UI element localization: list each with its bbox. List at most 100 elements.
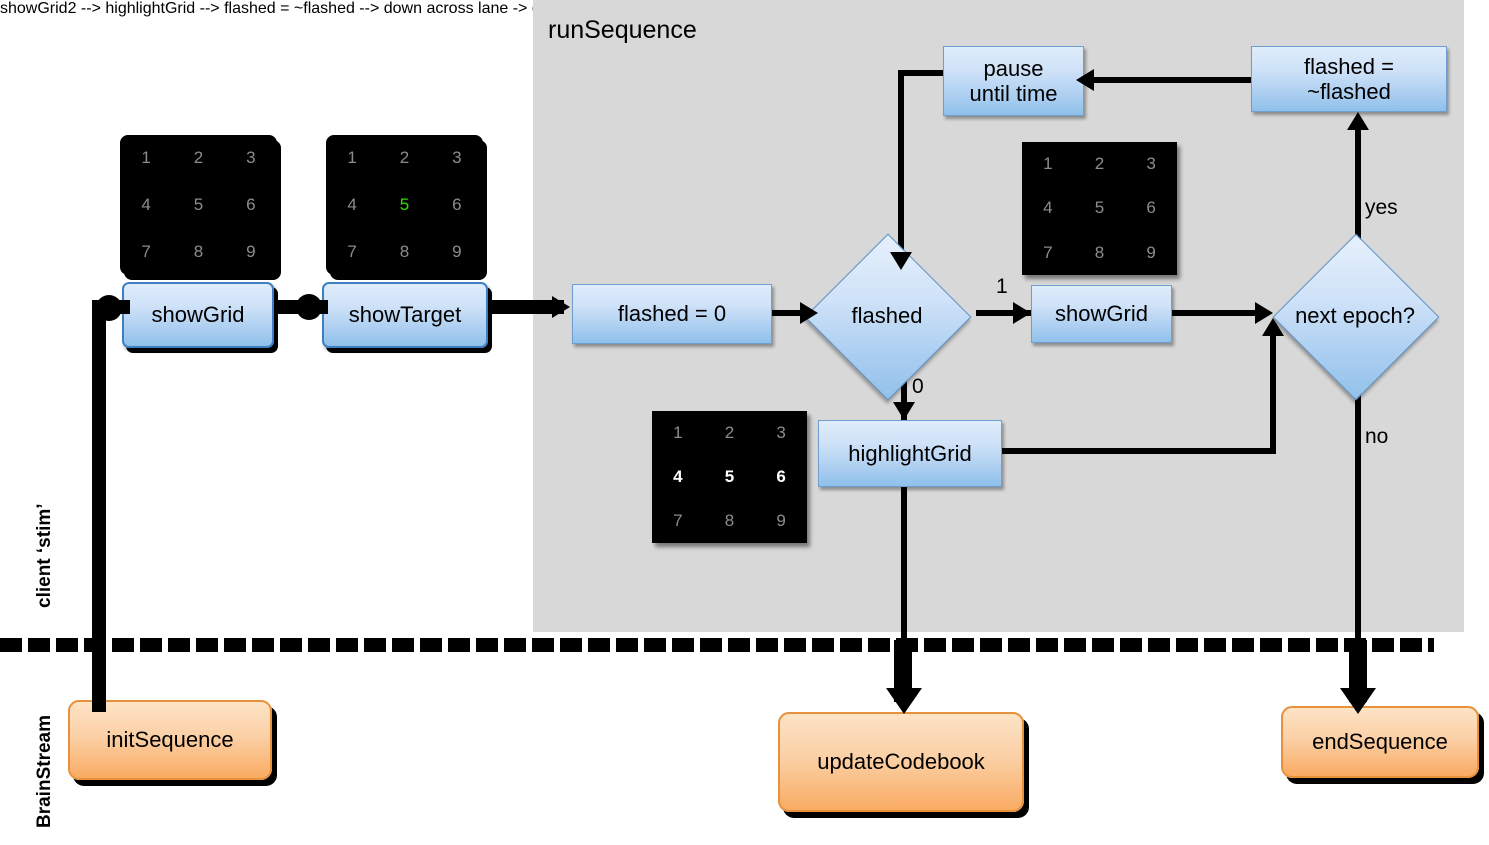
edge-arrowhead-flashedinit: [552, 296, 570, 318]
grid-cell: 3: [776, 423, 786, 442]
grid-cell-highlighted: 5: [724, 467, 735, 486]
node-updatecodebook[interactable]: updateCodebook: [778, 712, 1024, 812]
node-label: endSequence: [1312, 729, 1448, 755]
node-flashed-decision[interactable]: flashed: [804, 233, 972, 401]
node-label: flashed: [851, 303, 923, 328]
grid-cell: 7: [347, 241, 357, 261]
edge-showtarget-to-flashedinit: [492, 300, 564, 314]
edge-label-flashed-false: 0: [912, 375, 924, 398]
edge-arrowhead-showgrid2: [1013, 302, 1031, 324]
grid-cell: 4: [1043, 198, 1053, 218]
edge-arrowhead-flashed-diamond: [800, 302, 818, 324]
node-endsequence[interactable]: endSequence: [1281, 706, 1479, 778]
node-label: showGrid: [1055, 301, 1148, 327]
edge-label-next-epoch-no: no: [1365, 425, 1389, 448]
node-pause[interactable]: pause until time: [943, 46, 1084, 116]
node-initsequence[interactable]: initSequence: [68, 700, 272, 780]
grid-cell: 2: [1094, 154, 1105, 174]
grid-cell: 3: [452, 148, 462, 168]
grid-cell: 6: [452, 194, 462, 214]
grid-cell: 4: [141, 194, 151, 214]
lane-separator: [0, 638, 1434, 652]
grid-cell: 9: [1146, 242, 1156, 262]
edge-highlightgrid-to-nextepoch-horizontal: [1001, 448, 1276, 454]
grid-cell: 3: [1146, 154, 1156, 174]
grid-cell-highlighted: 4: [673, 467, 683, 486]
edge-label-next-epoch-yes: yes: [1365, 196, 1398, 219]
edge-arrowhead-flashedtoggle: [1347, 112, 1369, 130]
grid-highlightgrid: 1 2 3 4 5 6 7 8 9: [652, 411, 807, 543]
grid-showgrid-left: 1 2 3 4 5 6 7 8 9: [120, 135, 277, 275]
node-showgrid-1[interactable]: showGrid: [122, 282, 274, 348]
edge-nextepoch-no-line-thin: [1355, 358, 1361, 640]
node-label-line1: flashed =: [1304, 53, 1394, 79]
edge-label-flashed-true: 1: [996, 275, 1008, 298]
edge-arrowhead-highlightgrid: [893, 402, 915, 420]
lane-label-client-stim: client ‘stim’: [34, 503, 55, 608]
grid-cell-target: 5: [399, 194, 410, 214]
lane-label-brainstream: BrainStream: [34, 715, 55, 828]
node-label-line2: until time: [969, 81, 1058, 106]
grid-cell: 7: [141, 241, 151, 261]
node-label-line2: ~flashed: [1307, 79, 1391, 104]
grid-cell: 9: [246, 241, 256, 261]
grid-cell: 2: [193, 148, 204, 168]
edge-highlightgrid-to-nextepoch-vertical: [1270, 332, 1276, 452]
edge-pause-to-flashed-horizontal: [898, 70, 948, 76]
grid-cell: 8: [193, 241, 204, 261]
edge-nextepoch-no-line-thick: [1349, 640, 1367, 702]
edge-nextepoch-yes-line: [1355, 128, 1361, 270]
edge-showgrid2-to-nextepoch: [1171, 310, 1267, 316]
grid-cell-highlighted: 6: [776, 467, 786, 486]
edge-highlightgrid-to-updatecodebook-thin: [901, 487, 907, 642]
grid-cell: 7: [673, 511, 683, 530]
edge-arrowhead-showtarget-left: [296, 294, 322, 320]
grid-cell: 1: [673, 423, 683, 442]
node-flashed-toggle[interactable]: flashed = ~flashed: [1251, 46, 1447, 112]
edge-pause-to-flashed-vertical: [898, 70, 904, 268]
grid-cell: 1: [347, 148, 357, 168]
node-label: initSequence: [106, 727, 234, 753]
grid-showtarget: 1 2 3 4 5 6 7 8 9: [326, 135, 483, 275]
node-showtarget[interactable]: showTarget: [322, 282, 488, 348]
grid-cell: 4: [347, 194, 357, 214]
grid-cell: 6: [1146, 198, 1156, 218]
grid-showgrid-right: 1 2 3 4 5 6 7 8 9: [1022, 142, 1177, 275]
node-flashed-init[interactable]: flashed = 0: [572, 284, 772, 344]
edge-arrowhead-nextepoch-from-highlightgrid: [1262, 318, 1284, 336]
edge-flashed-false-line: [901, 358, 907, 420]
edge-flashedinit-to-flashed: [772, 310, 814, 316]
edge-arrowhead-updatecodebook: [886, 688, 922, 714]
grid-cell: 5: [1094, 198, 1105, 218]
edge-flashedtoggle-to-pause: [1087, 77, 1252, 83]
node-label-line1: pause: [983, 55, 1044, 81]
node-label: updateCodebook: [817, 749, 985, 775]
grid-cell: 9: [452, 241, 462, 261]
grid-cell: 8: [1094, 242, 1105, 262]
grid-cell: 8: [724, 511, 735, 530]
edge-arrowhead-showgrid-left: [96, 295, 122, 321]
grid-cell: 5: [193, 194, 204, 214]
edge-flashed-true-line: [976, 310, 1032, 316]
edge-arrowhead-flashed-from-pause: [890, 252, 912, 270]
grid-cell: 3: [246, 148, 256, 168]
grid-cell: 6: [246, 194, 256, 214]
grid-cell: 1: [1043, 154, 1053, 174]
node-label: showTarget: [348, 302, 462, 328]
node-next-epoch-decision[interactable]: next epoch?: [1272, 233, 1440, 401]
grid-cell: 1: [141, 148, 151, 168]
node-highlightgrid[interactable]: highlightGrid: [818, 420, 1002, 487]
grid-cell: 2: [724, 423, 735, 442]
node-showgrid-2[interactable]: showGrid: [1031, 285, 1172, 343]
edge-highlightgrid-to-updatecodebook-thick: [894, 640, 912, 702]
edge-arrowhead-pause: [1076, 69, 1094, 91]
edge-arrowhead-endsequence: [1340, 688, 1376, 714]
grid-cell: 8: [399, 241, 410, 261]
grid-cell: 7: [1043, 242, 1053, 262]
grid-cell: 9: [776, 511, 786, 530]
node-label: highlightGrid: [848, 440, 972, 466]
run-sequence-title: runSequence: [548, 16, 697, 44]
grid-cell: 2: [399, 148, 410, 168]
node-label: flashed = 0: [617, 301, 727, 327]
